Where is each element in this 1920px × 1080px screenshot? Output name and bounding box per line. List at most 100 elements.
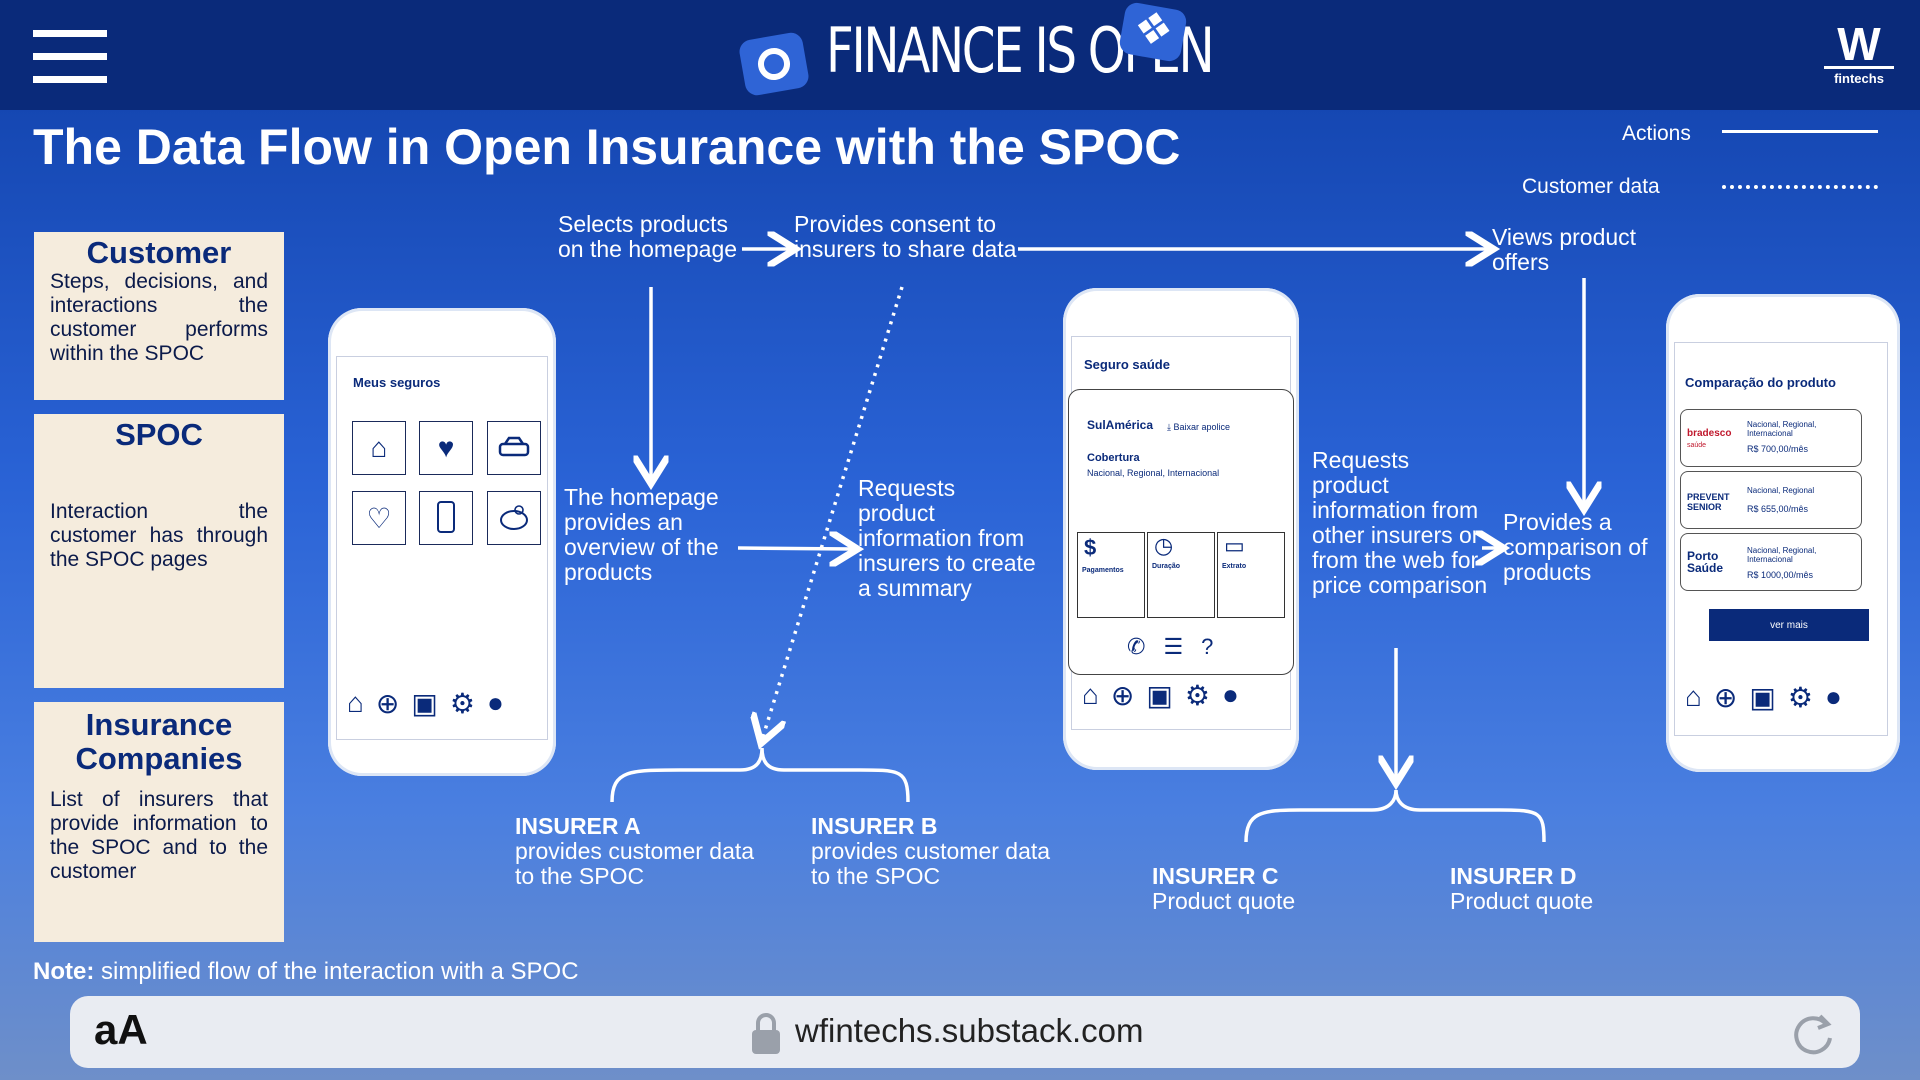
offer-price: R$ 700,00/mês: [1747, 444, 1809, 454]
nav-boxes-icon[interactable]: ▣: [1146, 680, 1173, 711]
nav-settings-icon[interactable]: ⚙: [1184, 680, 1210, 711]
banknote-icon: ▭: [1224, 533, 1245, 558]
offer-coverage: Nacional, Regional, Internacional: [1747, 546, 1817, 564]
nav-home-icon[interactable]: ⌂: [1082, 679, 1099, 710]
nav-add-icon[interactable]: ⊕: [375, 688, 400, 719]
heart-pulse-icon[interactable]: ♥: [419, 421, 473, 475]
brace-insurers-ab: [610, 747, 910, 803]
nav-profile-icon[interactable]: ●: [486, 687, 504, 718]
phone1-nav-bar: ⌂ ⊕ ▣ ⚙ ●: [347, 687, 504, 720]
download-label: Baixar apolice: [1173, 422, 1231, 432]
phone2-nav-bar: ⌂ ⊕ ▣ ⚙ ●: [1082, 679, 1239, 712]
footnote-label: Note:: [33, 958, 95, 985]
tile-duration-label: Duração: [1152, 563, 1181, 570]
policy-card: SulAmérica ⤓ Baixar apolice Cobertura Na…: [1068, 389, 1294, 675]
page-title: The Data Flow in Open Insurance with the…: [33, 119, 1181, 175]
step-selects: Selects products on the homepage: [558, 211, 738, 262]
ver-mais-button[interactable]: ver mais: [1709, 609, 1869, 641]
nav-boxes-icon[interactable]: ▣: [1749, 682, 1776, 713]
spoc-card: SPOC Interaction the customer has throug…: [34, 414, 284, 688]
insurance-companies-card: Insurance Companies List of insurers tha…: [34, 702, 284, 942]
tile-statement[interactable]: ▭ Extrato: [1217, 532, 1285, 618]
sulamerica-logo: SulAmérica: [1087, 418, 1154, 432]
step-requests-summary: Requests product information from insure…: [858, 475, 1036, 601]
text-size-button[interactable]: aA: [94, 1006, 148, 1053]
tile-payments-label: Pagamentos: [1082, 567, 1124, 574]
step-consent: Provides consent to insurers to share da…: [794, 211, 1017, 262]
offer-porto-saude[interactable]: Porto Saúde Nacional, Regional, Internac…: [1680, 533, 1862, 591]
piggy-bank-icon[interactable]: [487, 491, 541, 545]
nav-home-icon[interactable]: ⌂: [1685, 681, 1702, 712]
step-homepage: The homepage provides an overview of the…: [564, 484, 719, 585]
step-views: Views product offers: [1492, 224, 1637, 275]
nav-settings-icon[interactable]: ⚙: [1787, 682, 1813, 713]
dollar-icon: $: [1084, 535, 1097, 560]
footnote: Note: simplified flow of the interaction…: [33, 958, 579, 986]
insurer-c-text: Product quote: [1152, 888, 1296, 914]
nav-home-icon[interactable]: ⌂: [347, 687, 364, 718]
help-icon[interactable]: ?: [1201, 634, 1214, 659]
insurer-c-name: INSURER C: [1152, 863, 1279, 889]
legend-actions-line: [1722, 130, 1878, 133]
phone2-title: Seguro saúde: [1084, 357, 1170, 372]
nav-add-icon[interactable]: ⊕: [1110, 680, 1135, 711]
customer-card-title: Customer: [86, 235, 232, 270]
document-edit-icon[interactable]: ☰: [1163, 634, 1184, 659]
paw-heart-icon[interactable]: ♡: [352, 491, 406, 545]
step-comparison: Provides a comparison of products: [1503, 509, 1648, 585]
bradesco-logo-text: bradesco: [1687, 428, 1732, 439]
insurer-a-text: provides customer data to the SPOC: [515, 838, 755, 889]
phone-hand-icon[interactable]: [419, 491, 473, 545]
phone-seguro-saude: Seguro saúde SulAmérica ⤓ Baixar apolice…: [1063, 288, 1299, 770]
offer-bradesco[interactable]: bradesco saúde Nacional, Regional, Intern…: [1680, 409, 1862, 467]
nav-profile-icon[interactable]: ●: [1824, 681, 1842, 712]
brand-letter: W: [1824, 21, 1894, 69]
car-icon[interactable]: [487, 421, 541, 475]
bradesco-logo: bradesco saúde: [1687, 428, 1731, 450]
insurer-a-name: INSURER A: [515, 813, 641, 839]
brand-name: fintechs: [1834, 71, 1884, 86]
nav-profile-icon[interactable]: ●: [1221, 679, 1239, 710]
browser-url-bar: aA wfintechs.substack.com: [70, 996, 1860, 1068]
step-requests-other: Requests product information from other …: [1312, 447, 1488, 598]
legend-customer-data-label: Customer data: [1522, 175, 1660, 198]
tile-duration[interactable]: ◷ Duração: [1147, 532, 1215, 618]
spoc-card-text: Interaction the customer has through the…: [50, 500, 268, 571]
lock-icon: [750, 1010, 782, 1061]
tile-payments[interactable]: $ Pagamentos: [1077, 532, 1145, 618]
insurance-companies-card-title: Insurance Companies: [75, 707, 243, 776]
url-text[interactable]: wfintechs.substack.com: [795, 1012, 1144, 1049]
download-policy-button[interactable]: ⤓ Baixar apolice: [1167, 422, 1231, 432]
bradesco-logo-sub: saúde: [1687, 442, 1707, 449]
legend-actions-label: Actions: [1622, 122, 1691, 145]
menu-icon[interactable]: [33, 30, 107, 99]
offer-prevent-senior[interactable]: PREVENT SENIOR Nacional, Regional R$ 655…: [1680, 471, 1862, 529]
clock-icon: ◷: [1154, 533, 1174, 558]
phone3-nav-bar: ⌂ ⊕ ▣ ⚙ ●: [1685, 681, 1842, 714]
nav-settings-icon[interactable]: ⚙: [449, 688, 475, 719]
footnote-text: simplified flow of the interaction with …: [94, 958, 579, 985]
nav-add-icon[interactable]: ⊕: [1713, 682, 1738, 713]
reload-icon[interactable]: [1788, 1010, 1836, 1063]
nav-boxes-icon[interactable]: ▣: [411, 688, 438, 719]
prevent-senior-logo: PREVENT SENIOR: [1687, 492, 1730, 512]
insurance-companies-card-text: List of insurers that provide informatio…: [50, 788, 268, 883]
coverage-label: Cobertura: [1087, 452, 1140, 464]
home-icon[interactable]: ⌂: [352, 421, 406, 475]
phone-call-icon[interactable]: ✆: [1127, 634, 1146, 659]
brace-insurers-cd: [1244, 789, 1546, 843]
contact-actions: ✆ ☰?: [1127, 634, 1213, 660]
insurer-b-name: INSURER B: [811, 813, 938, 839]
customer-card-text: Steps, decisions, and interactions the c…: [50, 270, 268, 365]
offer-coverage: Nacional, Regional, Internacional: [1747, 420, 1817, 438]
customer-card: Customer Steps, decisions, and interacti…: [34, 232, 284, 400]
insurer-d-text: Product quote: [1450, 888, 1594, 914]
phone3-title: Comparação do produto: [1685, 375, 1836, 390]
phone-comparacao: Comparação do produto bradesco saúde Naci…: [1666, 294, 1900, 772]
diamonds-bubble-icon: [1117, 1, 1189, 63]
